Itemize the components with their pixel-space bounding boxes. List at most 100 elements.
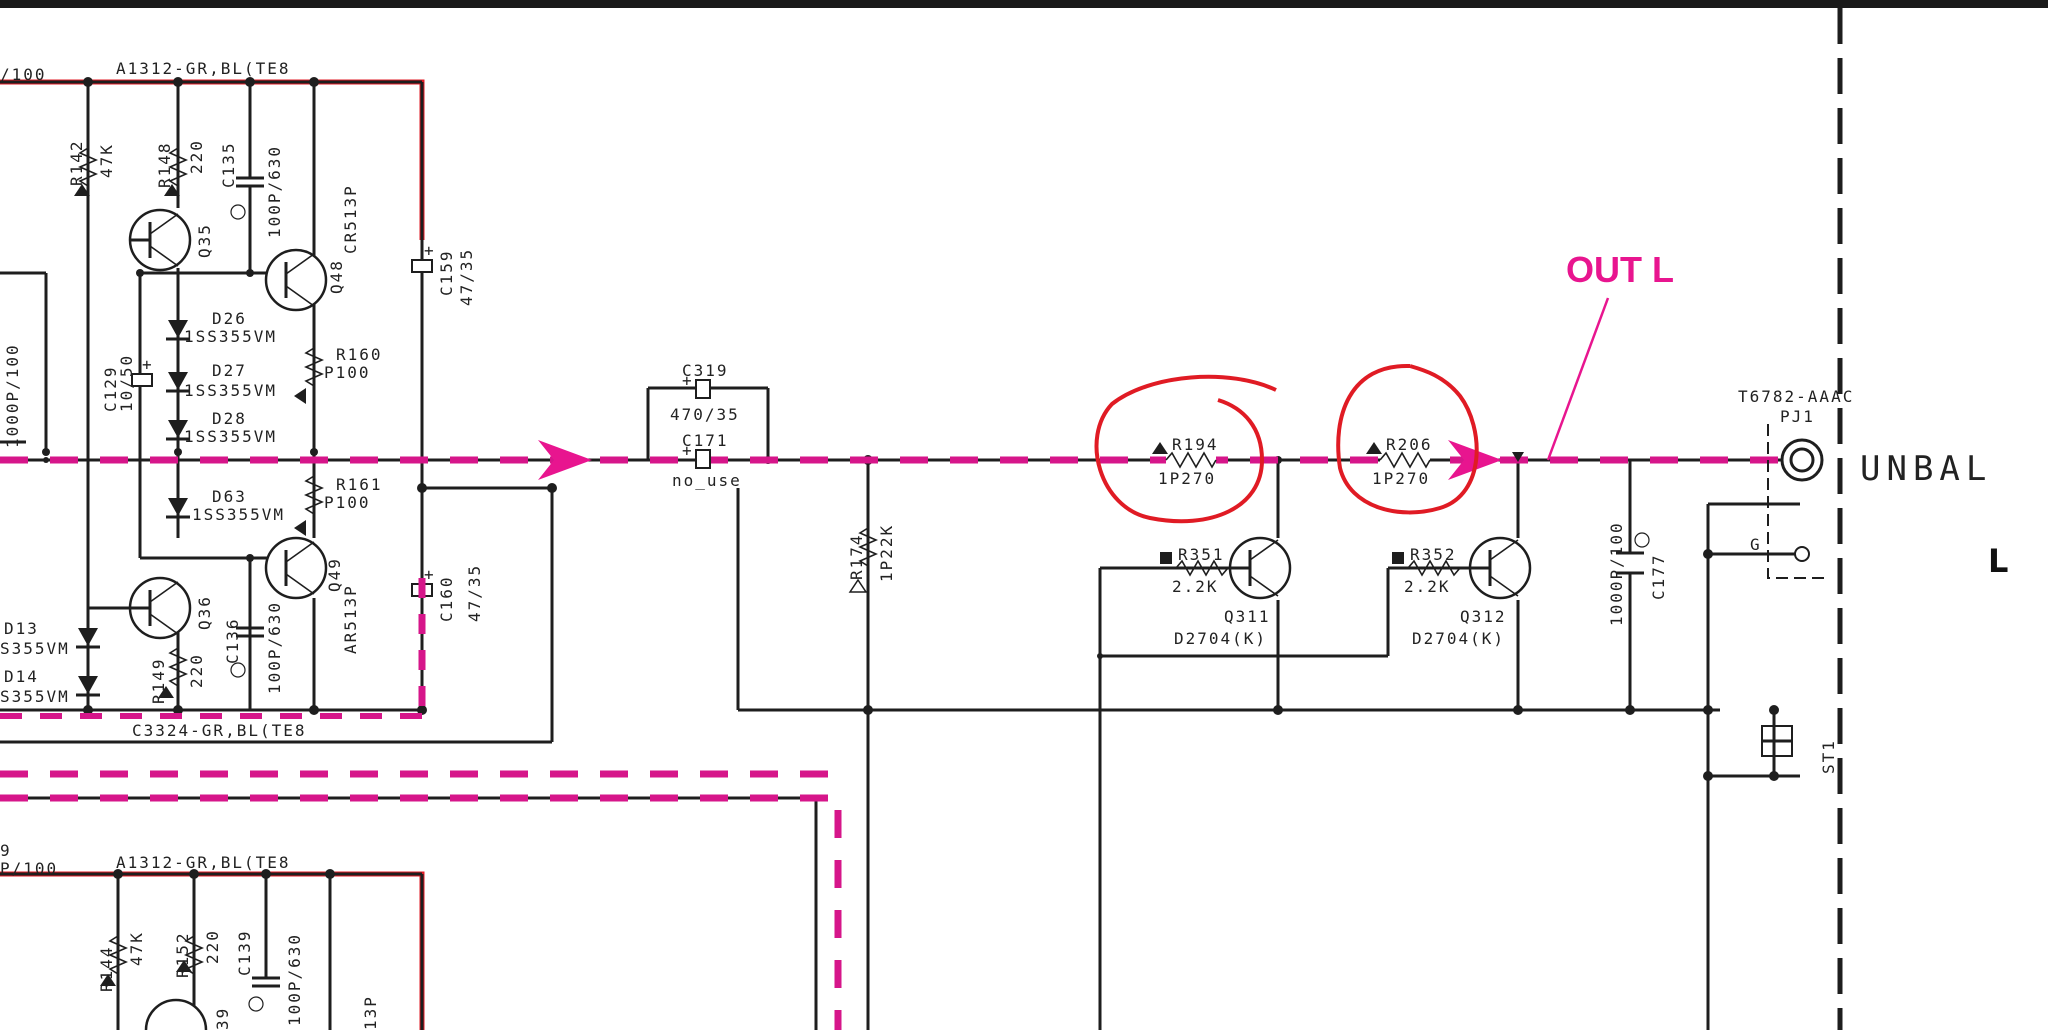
label-d63-value: 1SS355VM: [192, 505, 285, 524]
label-unbal: UNBAL: [1860, 449, 1992, 489]
capacitor-c171[interactable]: +: [682, 441, 711, 469]
label-q311: Q311: [1224, 607, 1271, 626]
label-r352: R352: [1410, 545, 1457, 564]
label-c177: C177: [1649, 553, 1668, 600]
label-top-left-cap: /100: [0, 65, 47, 84]
label-pj1: PJ1: [1780, 407, 1815, 426]
label-q48-value: CR513P: [341, 184, 360, 254]
label-q35: Q35: [195, 223, 214, 258]
label-r206: R206: [1386, 435, 1433, 454]
label-q49: Q49: [325, 557, 344, 592]
label-d27: D27: [212, 361, 247, 380]
resistor-r194[interactable]: [1152, 442, 1217, 469]
svg-text:+: +: [142, 355, 154, 374]
transistor-q311[interactable]: [1228, 536, 1292, 600]
resistor-r161[interactable]: [304, 475, 324, 515]
label-r144: R144: [97, 945, 116, 992]
junction-arrow: [1512, 452, 1524, 462]
capacitor-c159[interactable]: +: [411, 241, 436, 273]
label-bot-left-cap: P/100: [0, 859, 58, 878]
label-d63: D63: [212, 487, 247, 506]
label-channel: L: [1988, 542, 2008, 580]
label-c160-value: 47/35: [465, 564, 484, 622]
resistor-r148[interactable]: [168, 147, 188, 187]
lower-amp-wiring: [0, 796, 818, 1030]
svg-text:+: +: [424, 565, 436, 584]
label-ground: G: [1750, 535, 1762, 554]
label-r144-value: 47K: [127, 931, 146, 966]
label-r149: R149: [149, 657, 168, 704]
label-d14: D14: [4, 667, 39, 686]
label-c177-value: 1000P/100: [1607, 521, 1626, 626]
label-r148-value: 220: [187, 139, 206, 174]
label-q-bottom-value: 13P: [361, 995, 380, 1030]
transistor-q36[interactable]: [88, 576, 192, 640]
connector-pj1[interactable]: [1767, 424, 1830, 579]
label-r352-value: 2.2K: [1404, 577, 1451, 596]
annotation-out-label: OUT L: [1566, 249, 1674, 290]
capacitor-c135[interactable]: [230, 176, 264, 273]
label-c135-value: 100P/630: [265, 145, 284, 238]
label-d13: D13: [4, 619, 39, 638]
label-q49-value: AR513P: [341, 584, 360, 654]
label-left-1000p: 1000P/100: [3, 343, 22, 448]
label-bot-left-9: 9: [0, 841, 12, 860]
marker-triangles-upper: [74, 184, 306, 698]
label-a1312-bot: A1312-GR,BL(TE8: [116, 853, 291, 872]
label-c159: C159: [437, 249, 456, 296]
label-r161-value: P100: [324, 493, 371, 512]
schematic-diagram: + + +: [0, 8, 2008, 1030]
out-label-pointer: [1546, 297, 1610, 461]
label-r148: R148: [155, 141, 174, 188]
label-q-bottom: 39: [213, 1007, 232, 1030]
capacitor-c129[interactable]: +: [131, 355, 154, 387]
svg-text:+: +: [682, 441, 694, 460]
transistor-q49[interactable]: [264, 536, 328, 600]
label-q36: Q36: [195, 595, 214, 630]
label-st1: ST1: [1819, 739, 1838, 774]
label-r174: R174: [847, 533, 866, 580]
label-r194-value: 1P270: [1158, 469, 1216, 488]
svg-text:+: +: [424, 241, 436, 260]
label-c129-value: 10/50: [117, 354, 136, 412]
capacitor-c319[interactable]: +: [682, 371, 711, 399]
resistor-r352[interactable]: [1392, 552, 1461, 577]
resistor-r142[interactable]: [78, 147, 98, 187]
resistor-r174[interactable]: [848, 527, 878, 593]
svg-text:+: +: [682, 371, 694, 390]
schematic-frame: + + +: [0, 8, 2048, 1030]
label-r351: R351: [1178, 545, 1225, 564]
label-c3324: C3324-GR,BL(TE8: [132, 721, 307, 740]
capacitor-c177[interactable]: [1616, 532, 1650, 575]
label-c171-value: no_use: [672, 471, 742, 490]
label-d28-value: 1SS355VM: [184, 427, 277, 446]
label-r149-value: 220: [187, 653, 206, 688]
label-r152: R152: [173, 931, 192, 978]
label-connector: T6782-AAAC: [1738, 387, 1854, 406]
label-c171: C171: [682, 431, 729, 450]
resistor-r149[interactable]: [168, 647, 188, 687]
label-q312-value: D2704(K): [1412, 629, 1505, 648]
label-d27-value: 1SS355VM: [184, 381, 277, 400]
label-c139: C139: [235, 929, 254, 976]
label-r160: R160: [336, 345, 383, 364]
label-d28: D28: [212, 409, 247, 428]
label-q312: Q312: [1460, 607, 1507, 626]
label-c136-value: 100P/630: [265, 601, 284, 694]
resistor-r160[interactable]: [304, 347, 324, 387]
label-c139-value: 100P/630: [285, 933, 304, 1026]
component-labels: A1312-GR,BL(TE8 /100 C3324-GR,BL(TE8 A13…: [0, 59, 2008, 1030]
component-st1[interactable]: [1761, 725, 1793, 757]
transistor-q35[interactable]: [128, 208, 192, 272]
label-r174-value: 1P22K: [877, 524, 896, 582]
label-r142-value: 47K: [97, 143, 116, 178]
label-c129: C129: [101, 365, 120, 412]
label-r206-value: 1P270: [1372, 469, 1430, 488]
resistor-r206[interactable]: [1366, 442, 1431, 469]
capacitor-c136[interactable]: [230, 558, 264, 678]
label-d26: D26: [212, 309, 247, 328]
resistor-r351[interactable]: [1160, 552, 1229, 577]
transistor-q312[interactable]: [1468, 536, 1532, 600]
transistor-q48[interactable]: [264, 248, 328, 312]
label-a1312-top: A1312-GR,BL(TE8: [116, 59, 291, 78]
